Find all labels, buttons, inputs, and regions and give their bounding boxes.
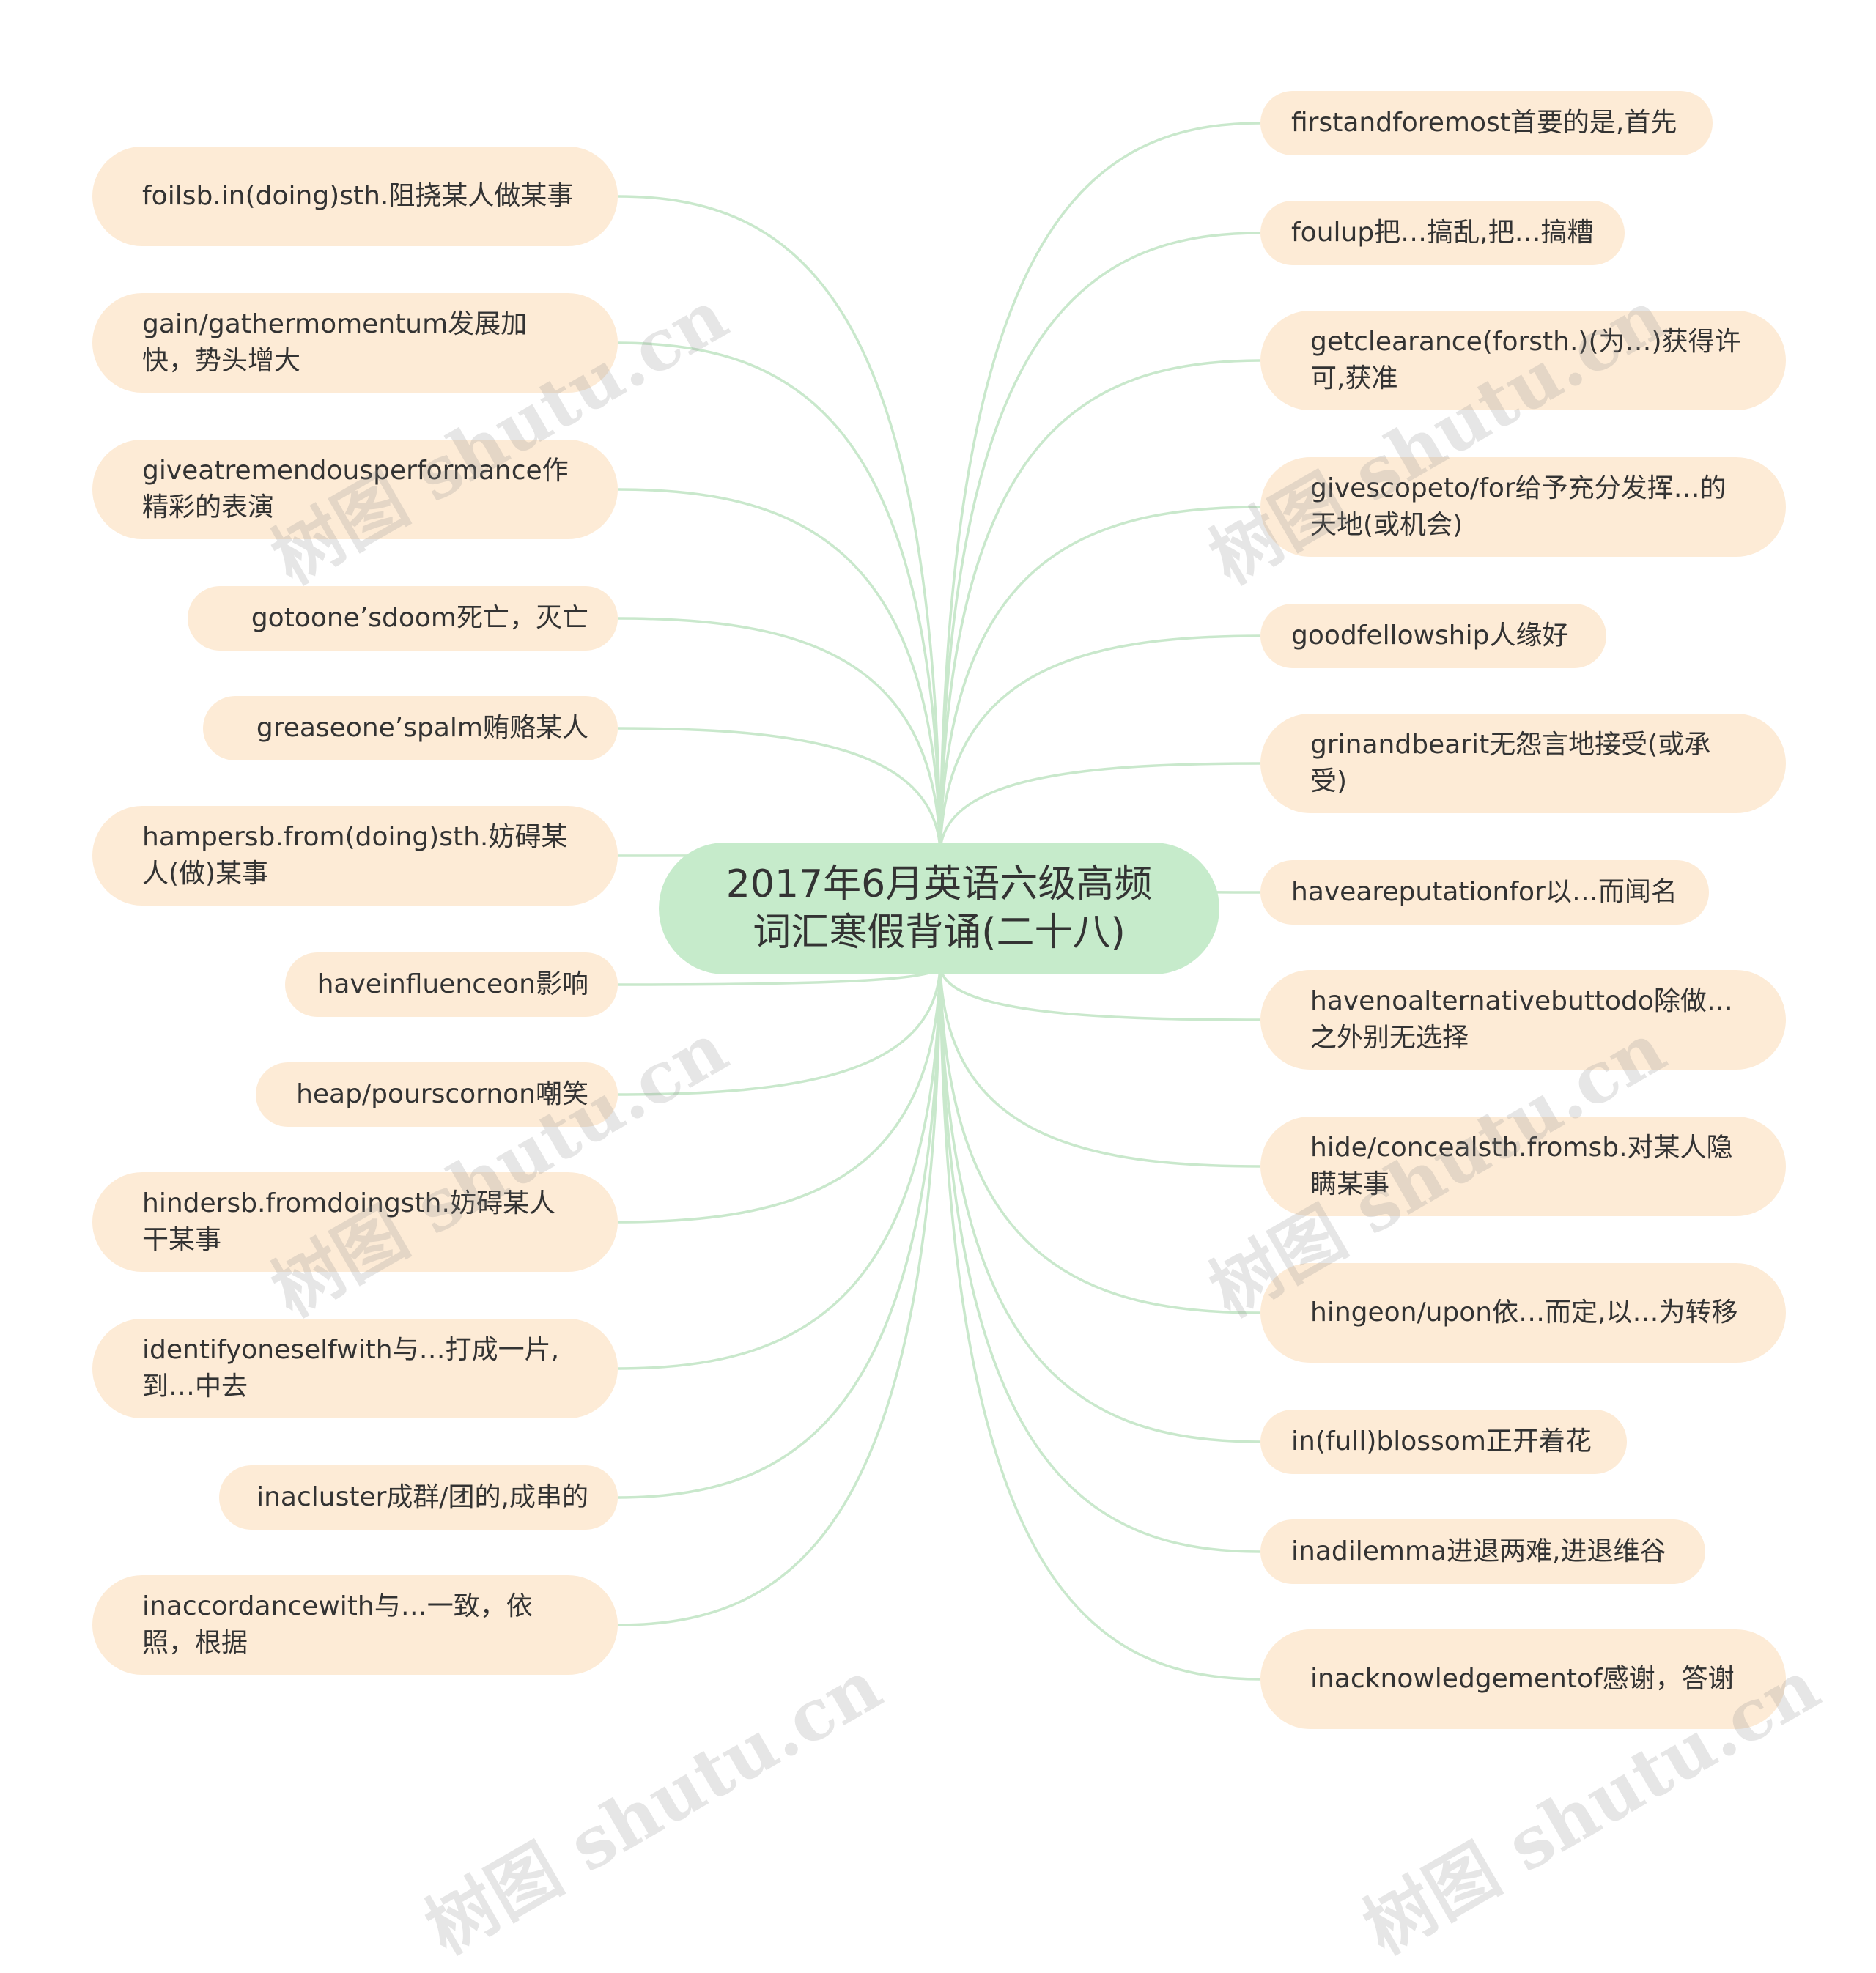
connector-line — [617, 966, 942, 1096]
branch-node-label: gotoone’sdoom死亡，灭亡 — [251, 603, 588, 633]
branch-node-label: firstandforemost首要的是,首先 — [1291, 108, 1677, 138]
connector-line — [939, 506, 1261, 851]
connector-line — [939, 359, 1261, 851]
connector-line — [617, 617, 942, 851]
branch-node-label: hindersb.fromdoingsth.妨碍某人干某事 — [142, 1188, 555, 1255]
branch-node-label: inaccordancewith与…一致，依照，根据 — [142, 1591, 533, 1658]
branch-node-label: hampersb.from(doing)sth.妨碍某人(做)某事 — [142, 822, 568, 889]
connector-line — [939, 966, 1261, 1553]
branch-node[interactable]: goodfellowship人缘好 — [1260, 604, 1606, 668]
branch-node[interactable]: foilsb.in(doing)sth.阻挠某人做某事 — [92, 147, 618, 246]
branch-node-label: inacknowledgementof感谢，答谢 — [1310, 1664, 1735, 1694]
connector-line — [617, 727, 942, 851]
branch-node-label: hingeon/upon依…而定,以…为转移 — [1310, 1298, 1738, 1328]
connector-line — [617, 488, 942, 851]
connector-line — [617, 195, 942, 851]
branch-node-label: foulup把…搞乱,把…搞糟 — [1291, 218, 1594, 248]
branch-node[interactable]: heap/pourscornon嘲笑 — [256, 1062, 618, 1127]
branch-node[interactable]: inacknowledgementof感谢，答谢 — [1260, 1629, 1786, 1729]
connector-line — [939, 762, 1261, 851]
branch-node[interactable]: inadilemma进退两难,进退维谷 — [1260, 1519, 1705, 1584]
branch-node-label: gain/gathermomentum发展加快，势头增大 — [142, 309, 528, 376]
branch-node[interactable]: hampersb.from(doing)sth.妨碍某人(做)某事 — [92, 806, 618, 906]
branch-node-label: getclearance(forsth.)(为…)获得许可,获准 — [1310, 327, 1741, 393]
connector-line — [939, 122, 1261, 851]
branch-node[interactable]: hindersb.fromdoingsth.妨碍某人干某事 — [92, 1172, 618, 1272]
connector-line — [939, 966, 1261, 1314]
branch-node[interactable]: haveinfluenceon影响 — [285, 952, 618, 1017]
branch-node[interactable]: giveatremendousperformance作精彩的表演 — [92, 440, 618, 539]
branch-node[interactable]: givescopeto/for给予充分发挥…的天地(或机会) — [1260, 457, 1786, 557]
branch-node[interactable]: hide/concealsth.fromsb.对某人隐瞒某事 — [1260, 1117, 1786, 1216]
branch-node-label: identifyoneselfwith与…打成一片,到…中去 — [142, 1335, 560, 1402]
branch-node[interactable]: getclearance(forsth.)(为…)获得许可,获准 — [1260, 311, 1786, 410]
branch-node-label: inacluster成群/团的,成串的 — [256, 1482, 588, 1512]
branch-node-label: havenoalternativebuttodo除做…之外别无选择 — [1310, 986, 1733, 1053]
connector-line — [939, 232, 1261, 851]
branch-node[interactable]: firstandforemost首要的是,首先 — [1260, 91, 1713, 155]
connector-line — [617, 966, 942, 1224]
branch-node[interactable]: havenoalternativebuttodo除做…之外别无选择 — [1260, 970, 1786, 1070]
branch-node-label: hide/concealsth.fromsb.对某人隐瞒某事 — [1310, 1133, 1733, 1199]
branch-node[interactable]: grinandbearit无怨言地接受(或承受) — [1260, 714, 1786, 813]
connector-line — [617, 966, 942, 1370]
branch-node[interactable]: gain/gathermomentum发展加快，势头增大 — [92, 293, 618, 393]
branch-node-label: giveatremendousperformance作精彩的表演 — [142, 456, 569, 522]
branch-node-label: in(full)blossom正开着花 — [1291, 1426, 1592, 1456]
branch-node-label: heap/pourscornon嘲笑 — [296, 1079, 588, 1109]
branch-node[interactable]: inaccordancewith与…一致，依照，根据 — [92, 1575, 618, 1675]
connector-line — [939, 966, 1261, 1443]
central-topic-label: 2017年6月英语六级高频词汇寒假背诵(二十八) — [725, 862, 1153, 955]
connector-line — [617, 341, 942, 851]
branch-node[interactable]: haveareputationfor以…而闻名 — [1260, 860, 1709, 925]
branch-node[interactable]: hingeon/upon依…而定,以…为转移 — [1260, 1263, 1786, 1363]
branch-node-label: grinandbearit无怨言地接受(或承受) — [1310, 730, 1711, 796]
connector-line — [939, 634, 1261, 851]
branch-node-label: givescopeto/for给予充分发挥…的天地(或机会) — [1310, 473, 1727, 540]
connector-line — [617, 966, 942, 1626]
branch-node[interactable]: identifyoneselfwith与…打成一片,到…中去 — [92, 1319, 618, 1418]
connector-line — [939, 966, 1261, 1021]
branch-node[interactable]: greaseone’spalm贿赂某人 — [203, 696, 618, 760]
branch-node-label: foilsb.in(doing)sth.阻挠某人做某事 — [142, 181, 574, 211]
connector-line — [939, 966, 1261, 1168]
branch-node-label: greaseone’spalm贿赂某人 — [256, 713, 588, 743]
branch-node-label: haveinfluenceon影响 — [317, 969, 588, 999]
branch-node-label: goodfellowship人缘好 — [1291, 621, 1569, 651]
branch-node[interactable]: in(full)blossom正开着花 — [1260, 1410, 1627, 1474]
connector-line — [939, 966, 1261, 1681]
branch-node-label: haveareputationfor以…而闻名 — [1291, 877, 1677, 907]
branch-node-label: inadilemma进退两难,进退维谷 — [1291, 1536, 1666, 1566]
branch-node[interactable]: gotoone’sdoom死亡，灭亡 — [188, 586, 618, 651]
branch-node[interactable]: inacluster成群/团的,成串的 — [219, 1465, 618, 1530]
central-topic[interactable]: 2017年6月英语六级高频词汇寒假背诵(二十八) — [659, 843, 1219, 974]
connector-line — [617, 966, 942, 1499]
branch-node[interactable]: foulup把…搞乱,把…搞糟 — [1260, 201, 1625, 265]
